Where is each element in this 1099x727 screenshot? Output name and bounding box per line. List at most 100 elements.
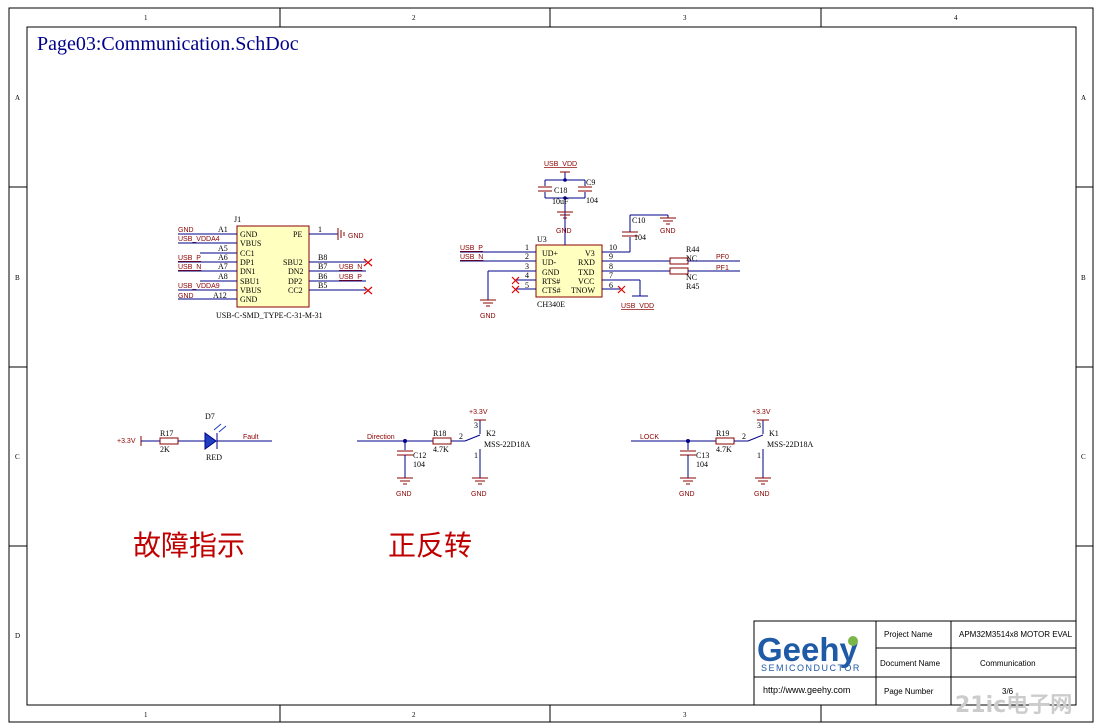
k2-gnd2: GND [471,491,487,498]
j1-pinnum-a5: A5 [218,244,228,253]
k1-gnd1: GND [679,491,695,498]
j1-pinnum-b7: B7 [318,262,327,271]
j1-pin-gnd1: GND [240,230,258,239]
u3-pin-rxd: RXD [578,258,595,267]
r18-ref: R18 [433,429,446,438]
geehy-logo-sub: SEMICONDUCTOR [761,663,861,673]
u3-pin-vcc: VCC [578,277,594,286]
j1-pinnum-a8: A8 [218,272,228,281]
d7-val: RED [206,453,222,462]
gnd-symbol-u3 [480,299,496,307]
zone-top-2: 2 [412,14,416,22]
u3-net-gnd: GND [480,313,496,320]
j1-net-b6: USB_P [339,274,362,281]
j1-pin-sbu1: SBU1 [240,277,260,286]
k2-pin3: 3 [474,421,478,430]
no-connect-mark-tnow [617,285,626,294]
u3-pin-txd: TXD [578,268,595,277]
gnd-symbol-pe [337,228,345,240]
r45-net: PF1 [716,265,729,272]
j1-pin-dp1: DP1 [240,258,254,267]
j1-ref: J1 [234,215,241,224]
j1-net-a6: USB_P [178,255,201,262]
direction-key-circuit[interactable]: Direction C12 104 GND R18 4.7K 2 +3.3V 3… [357,409,530,498]
u3-pin-v3: V3 [585,249,595,258]
j1-pin-dn1: DN1 [240,267,256,276]
j1-pin-cc1: CC1 [240,249,255,258]
zone-right-c: C [1081,453,1086,461]
zone-top-4: 4 [954,14,958,22]
j1-pinnum-a7: A7 [218,262,228,271]
k1-gnd2: GND [754,491,770,498]
u3-pinnum-1: 1 [525,243,529,252]
k1-net: LOCK [640,434,659,441]
j1-pin-vbus1: VBUS [240,239,261,248]
r19-ref: R19 [716,429,729,438]
capacitor-c10 [622,214,676,237]
u3-pinnum-9: 9 [609,252,613,261]
k1-pin1: 1 [757,451,761,460]
k1-pin3: 3 [757,421,761,430]
j1-pin-dn2: DN2 [288,267,304,276]
lock-key-circuit[interactable]: LOCK C13 104 GND R19 4.7K 2 +3.3V 3 K1 M… [631,409,813,498]
c13-ref: C13 [696,451,709,460]
j1-pin-sbu2: SBU2 [283,258,303,267]
c9-val: 104 [586,196,598,205]
r44-val: NC [686,254,697,263]
usb-connector-j1[interactable]: J1 USB-C-SMD_TYPE-C-31-M-31 GND USB_VDDA… [178,215,373,320]
j1-net-a12: GND [178,293,194,300]
zone-bottom-2: 2 [412,711,416,719]
j1-net-a9: USB_VDDA9 [178,283,220,290]
sheet-title: Page03:Communication.SchDoc [37,33,299,55]
k2-gnd1: GND [396,491,412,498]
zone-left-c: C [15,453,20,461]
u3-pin-gnd: GND [542,268,560,277]
j1-pin-vbus2: VBUS [240,286,261,295]
u3-pin-tnow: TNOW [571,286,595,295]
j1-net-a4: USB_VDDA4 [178,236,220,243]
fault-supply: +3.3V [117,438,136,445]
ch340-u3[interactable]: U3 CH340E USB_P USB_N 1 2 3 4 5 UD+ UD- … [460,161,740,320]
u3-pinnum-8: 8 [609,262,613,271]
no-connect-marks-j1 [363,258,373,295]
page-number-value: 3/6 [1002,687,1014,696]
geehy-logo: Geehy [757,631,859,668]
no-connect-marks-u3 [511,276,520,294]
c18-val: 10uF [552,197,569,206]
k1-part: MSS-22D18A [767,440,813,449]
zone-left-d: D [15,632,20,640]
u3-ref: U3 [537,235,547,244]
fault-led-circuit[interactable]: +3.3V R17 2K D7 RED Fault [117,412,272,462]
j1-pin-pe: PE [293,230,302,239]
note-fault-indication: 故障指示 [133,529,245,562]
j1-pinnum-b5: B5 [318,281,327,290]
c10-ref: C10 [632,216,645,225]
k2-pin2: 2 [459,432,463,441]
u3-pinnum-2: 2 [525,252,529,261]
k2-ref: K2 [486,429,496,438]
j1-pinnum-a12: A12 [213,291,227,300]
c10-val: 104 [634,233,646,242]
company-url: http://www.geehy.com [763,685,850,695]
u3-pin-rts: RTS# [542,277,560,286]
u3-net-usb-n: USB_N [460,254,483,261]
k1-pin2: 2 [742,432,746,441]
note-direction: 正反转 [388,529,472,562]
c10-gnd: GND [660,228,676,235]
r18-val: 4.7K [433,445,449,454]
k2-supply: +3.3V [469,409,488,416]
k2-net: Direction [367,434,395,441]
c13-val: 104 [696,460,708,469]
resistors-r44-r45 [669,257,740,275]
c12-val: 104 [413,460,425,469]
zone-bottom-3: 3 [683,711,687,719]
u3-pinnum-5: 5 [525,281,529,290]
u3-pinnum-10: 10 [609,243,617,252]
r17-ref: R17 [160,429,173,438]
r19-val: 4.7K [716,445,732,454]
j1-net-a7: USB_N [178,264,201,271]
j1-pin-dp2: DP2 [288,277,302,286]
j1-pinnum-1: 1 [318,225,322,234]
r44-net: PF0 [716,254,729,261]
u3-pinnum-7: 7 [609,271,613,280]
